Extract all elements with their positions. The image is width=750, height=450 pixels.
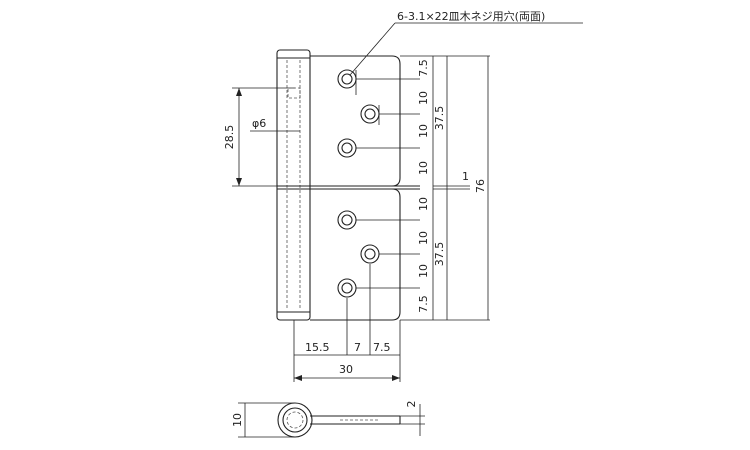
dim-upper-total: 37.5 [433, 106, 446, 131]
screw-hole [337, 69, 357, 89]
dim-width: 30 [339, 363, 353, 376]
pin-diameter-label: φ6 [252, 117, 266, 130]
dim-lower-c: 10 [417, 264, 430, 278]
pin-length-label: 28.5 [223, 125, 236, 150]
dim-lower-total: 37.5 [433, 242, 446, 267]
dim-upper-a: 10 [417, 91, 430, 105]
screw-hole-note: 6-3.1×22皿木ネジ用穴(両面) [397, 9, 545, 23]
side-view: 10 2 [231, 401, 425, 438]
left-dimensions: 28.5 φ6 [223, 87, 301, 187]
dim-top-edge: 7.5 [417, 59, 430, 77]
dim-upper-c: 10 [417, 161, 430, 175]
dim-overall: 76 [474, 179, 487, 193]
side-height-label: 10 [231, 413, 244, 427]
dim-lower-b: 10 [417, 231, 430, 245]
screw-hole [360, 104, 380, 124]
dim-d1: 15.5 [305, 341, 330, 354]
dim-d2: 7 [354, 341, 361, 354]
screw-hole [337, 210, 357, 230]
dim-d3: 7.5 [373, 341, 391, 354]
note-callout: 6-3.1×22皿木ネジ用穴(両面) [349, 9, 583, 76]
hinge-body [276, 49, 420, 355]
knuckle [276, 49, 311, 321]
dim-lower-a: 10 [417, 197, 430, 211]
dim-upper-b: 10 [417, 124, 430, 138]
screw-hole [337, 138, 357, 158]
screw-hole [360, 244, 380, 264]
dim-gap: 1 [462, 170, 469, 183]
dim-bottom-edge: 7.5 [417, 295, 430, 313]
right-dimensions: 7.5 10 10 10 37.5 1 76 10 10 10 37.5 7.5 [400, 55, 490, 321]
bottom-dimensions: 15.5 7 7.5 30 [293, 320, 401, 382]
screw-hole [337, 278, 357, 298]
side-thickness-label: 2 [405, 401, 418, 408]
lower-leaf [310, 188, 401, 321]
